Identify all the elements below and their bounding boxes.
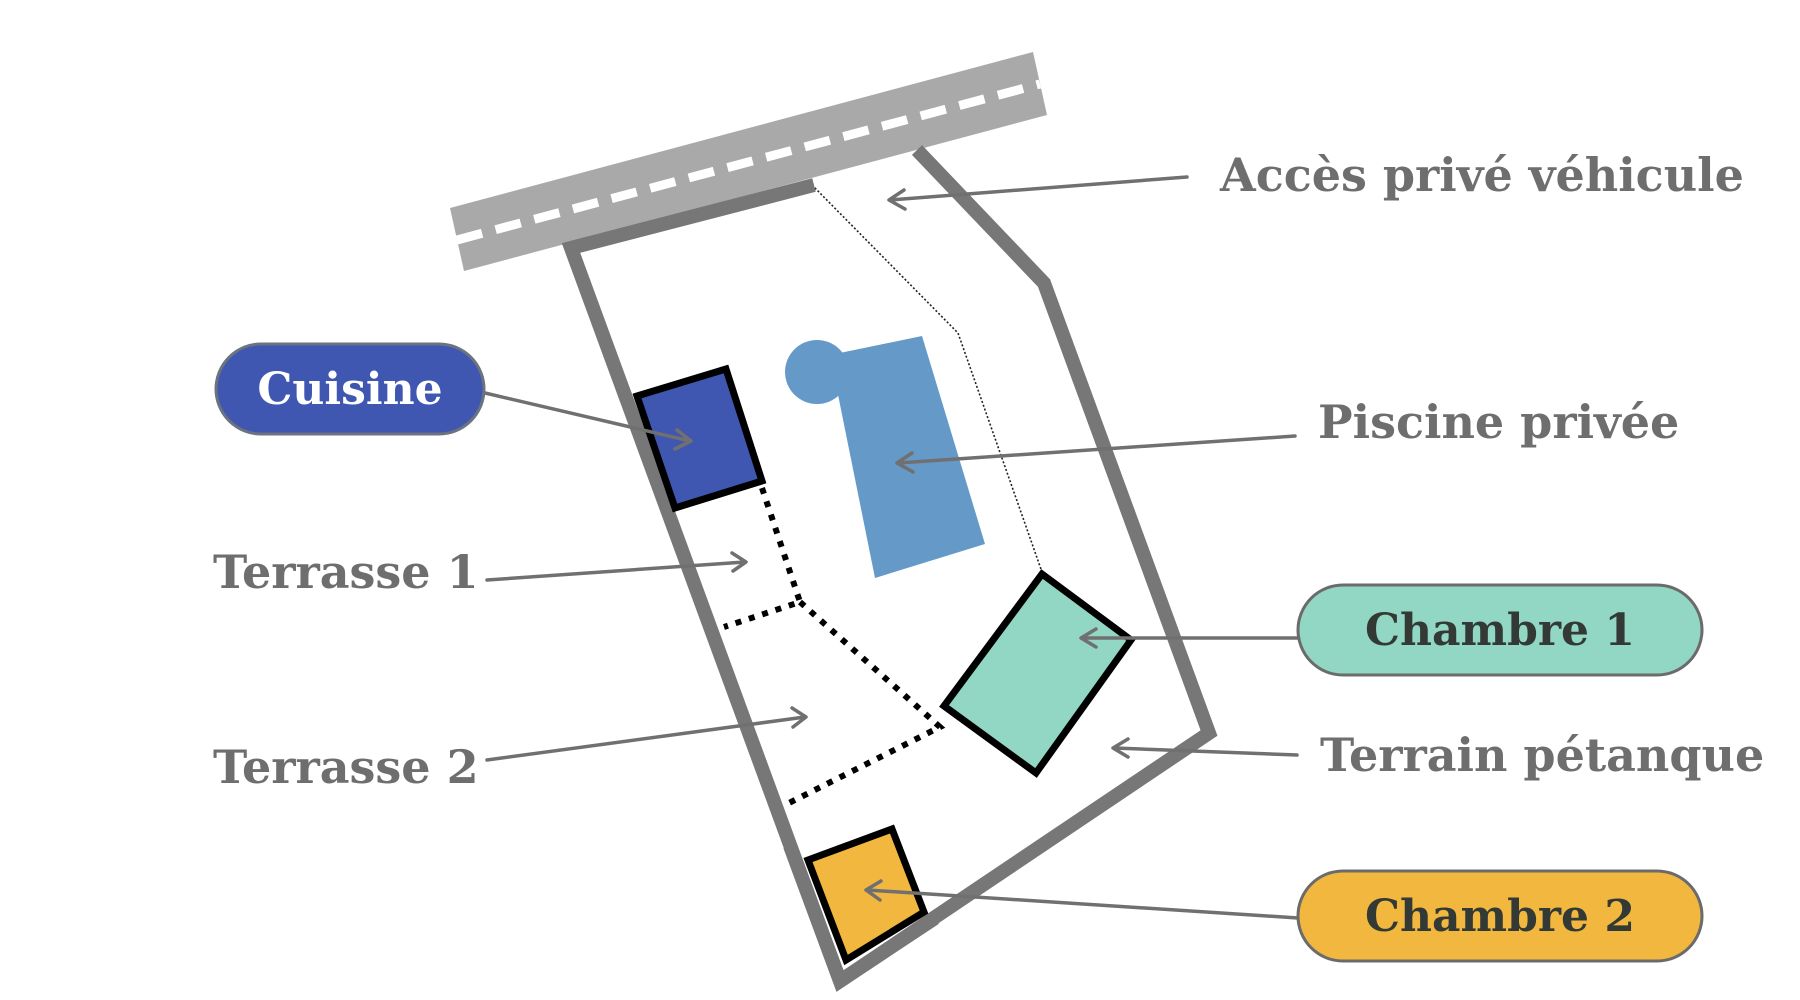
pill-bedroom-1: Chambre 1 xyxy=(1296,583,1704,677)
label-terrace-1: Terrasse 1 xyxy=(213,545,479,599)
pill-bedroom-2-text: Chambre 2 xyxy=(1365,891,1635,942)
arrowhead-icon xyxy=(1111,737,1130,759)
pool-spa xyxy=(785,340,849,404)
terrace-divider-1 xyxy=(723,487,804,630)
leader-petanque xyxy=(1111,737,1299,759)
arrowhead-icon xyxy=(730,551,748,573)
leader-access xyxy=(887,175,1189,211)
arrowhead-icon xyxy=(887,188,907,211)
leader-terrace2 xyxy=(485,706,808,762)
property-boundary-corner xyxy=(783,843,939,992)
bedroom-1-room xyxy=(939,569,1136,778)
pill-bedroom-1-text: Chambre 1 xyxy=(1365,605,1635,656)
label-terrace-2: Terrasse 2 xyxy=(213,740,479,794)
leader-kitchen xyxy=(483,391,693,451)
road-center-line xyxy=(455,79,1042,245)
pool xyxy=(785,336,985,578)
road xyxy=(450,52,1047,271)
arrowhead-icon xyxy=(1079,627,1098,649)
leader-pool xyxy=(895,434,1297,474)
pill-bedroom-2: Chambre 2 xyxy=(1296,869,1704,963)
arrowhead-icon xyxy=(895,451,915,474)
property-boundary xyxy=(561,145,1218,992)
bedroom-2-room xyxy=(803,824,929,966)
label-access: Accès privé véhicule xyxy=(1219,148,1744,202)
pill-kitchen-text: Cuisine xyxy=(257,364,442,415)
pill-kitchen: Cuisine xyxy=(214,342,486,436)
leader-bedroom2 xyxy=(864,879,1300,920)
label-pool: Piscine privée xyxy=(1318,395,1679,449)
arrowhead-icon xyxy=(673,428,693,451)
access-path-line xyxy=(811,184,1043,573)
arrowhead-icon xyxy=(790,706,808,729)
leader-bedroom1 xyxy=(1079,627,1300,649)
terrace-divider-2 xyxy=(785,599,946,807)
kitchen-room xyxy=(632,364,767,513)
label-petanque: Terrain pétanque xyxy=(1320,728,1764,782)
leader-terrace1 xyxy=(485,551,748,582)
arrowhead-icon xyxy=(864,879,883,902)
